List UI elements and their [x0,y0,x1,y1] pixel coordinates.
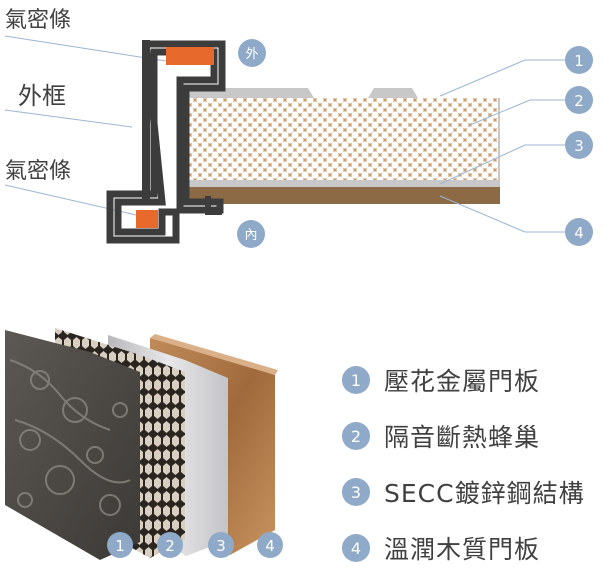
label-gasket-bottom: 氣密條 [5,159,71,184]
leader-callout-3 [439,144,526,185]
legend-number: 4 [342,534,370,562]
outside-label: 外 [245,47,258,62]
wood-panel [186,187,500,204]
leader-callout-1 [439,59,526,97]
legend-number: 3 [342,478,370,506]
legend-number: 2 [342,422,370,450]
honeycomb-core [189,98,498,180]
label-gasket-top: 氣密條 [5,8,71,33]
layer-badge-2-num: 2 [165,537,175,555]
legend-label: SECC鍍鋅鋼結構 [384,479,585,508]
callout-1 [565,46,593,74]
legend-item: 3 SECC鍍鋅鋼結構 [342,464,602,520]
leader-gasket-bottom [4,184,137,216]
legend-label: 隔音斷熱蜂巢 [384,423,541,452]
cross-section: 氣密條 外框 氣密條 外 內 1 2 3 4 [4,8,593,248]
embossed-skin-layer [5,330,140,560]
gasket-bottom [136,210,158,228]
layer-badge-1 [107,532,133,558]
label-frame: 外框 [18,82,66,110]
inside-badge [237,220,265,248]
legend-item: 1 壓花金屬門板 [342,352,602,408]
layer-badge-1-num: 1 [115,537,125,555]
outside-badge [238,39,266,67]
callout-1-num: 1 [574,52,584,70]
leader-frame [4,109,133,128]
legend-number: 1 [342,366,370,394]
inside-label: 內 [244,228,257,243]
legend: 1 壓花金屬門板 2 隔音斷熱蜂巢 3 SECC鍍鋅鋼結構 4 溫潤木質門板 [342,352,602,576]
secc-steel [186,180,500,187]
leader-callout-2 [469,99,531,126]
callout-4-num: 4 [574,224,584,242]
callout-2 [565,86,593,114]
legend-label: 壓花金屬門板 [384,367,541,396]
legend-label: 溫潤木質門板 [384,535,541,564]
embossed-pattern [9,359,131,516]
layer-badge-4-num: 4 [265,537,275,555]
frame-inner-lip [205,196,222,215]
callout-2-num: 2 [574,92,584,110]
leader-callout-4 [439,195,526,233]
callout-3 [565,131,593,159]
layer-badge-2 [157,532,183,558]
leader-gasket-top [4,35,167,62]
callout-3-num: 3 [574,137,584,155]
legend-item: 4 溫潤木質門板 [342,520,602,576]
exploded-view: 1 2 3 4 [5,328,283,560]
panel-section [186,88,500,204]
layer-badge-3 [208,532,234,558]
layer-badge-3-num: 3 [216,537,226,555]
gasket-top [166,47,214,65]
layer-badge-4 [257,532,283,558]
outer-frame [106,40,226,244]
legend-item: 2 隔音斷熱蜂巢 [342,408,602,464]
wood-layer-edge [150,334,278,375]
callout-4 [565,218,593,246]
